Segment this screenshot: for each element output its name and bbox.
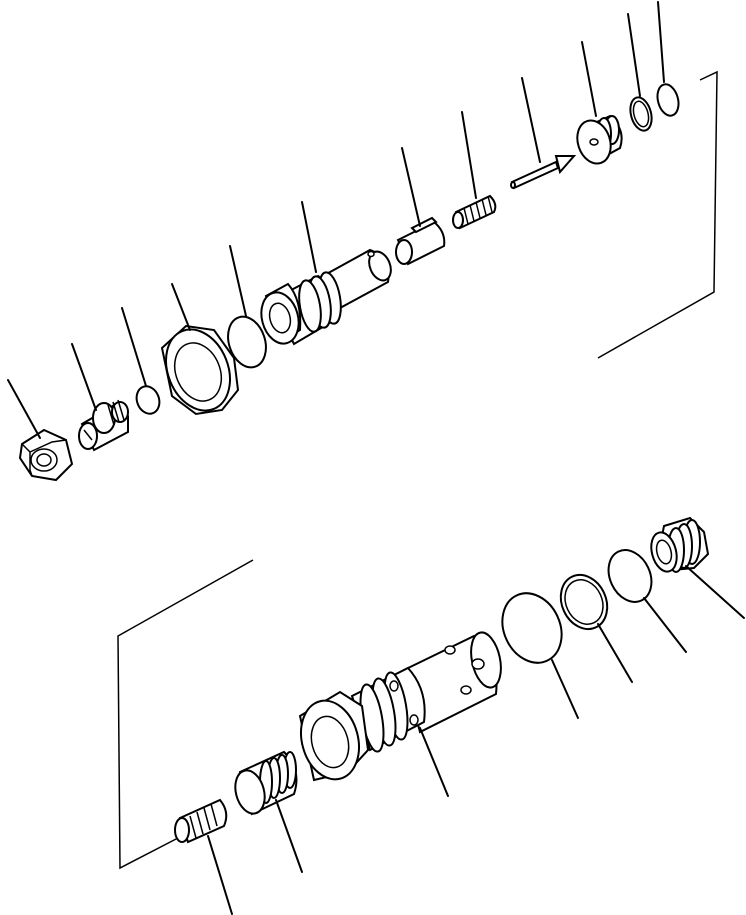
cartridge-body — [298, 631, 502, 797]
lower-plug — [234, 750, 303, 873]
pin — [510, 77, 577, 190]
lower-end-plug — [650, 516, 745, 619]
upper-assembly — [7, 1, 680, 482]
hex-nut — [7, 379, 74, 482]
lower-o-ring — [607, 549, 687, 653]
lower-bracket — [117, 559, 254, 870]
lower-assembly — [174, 516, 745, 915]
lower-spring — [174, 798, 233, 915]
spring — [452, 111, 497, 230]
lock-nut — [160, 283, 240, 416]
o-ring-small — [121, 307, 161, 415]
valve-body — [260, 201, 392, 346]
plug — [576, 41, 623, 165]
adjust-screw — [71, 343, 129, 452]
o-ring — [227, 245, 267, 369]
upper-bracket — [597, 70, 718, 359]
o-ring-end — [656, 1, 680, 117]
o-ring-large — [501, 592, 579, 719]
piston — [395, 147, 446, 266]
lower-backup-ring — [559, 573, 633, 683]
backup-ring — [627, 13, 653, 132]
